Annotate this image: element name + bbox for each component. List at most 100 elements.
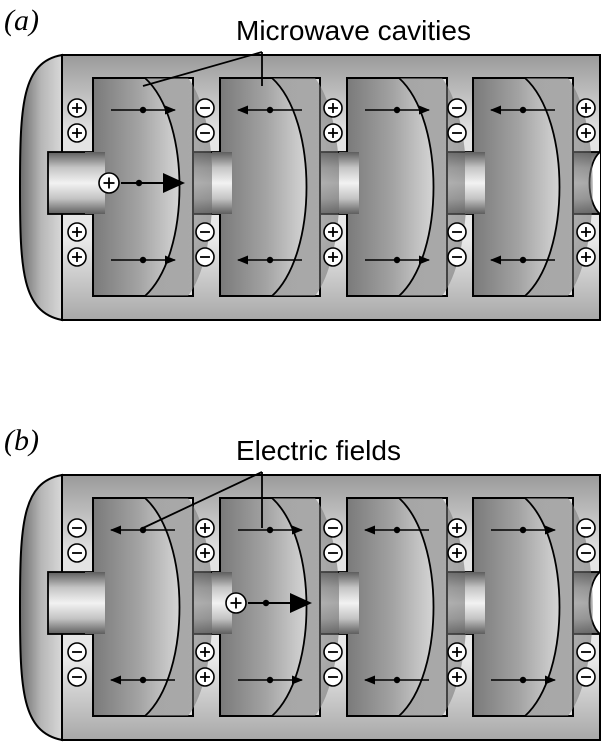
particle-arrow-dot [135, 179, 143, 187]
cavity-2 [212, 77, 340, 297]
particle-arrow-head [163, 173, 185, 193]
callout-leader-1 [142, 471, 263, 529]
field-arrow-dot [266, 676, 274, 684]
wall-charge-bottom [447, 642, 467, 662]
tube-end-cap [18, 53, 63, 322]
wall-charge-top [576, 543, 596, 563]
field-arrow-dot [139, 676, 147, 684]
field-arrow-top [236, 105, 302, 115]
wall-charge-bottom [576, 667, 596, 687]
field-arrow-dot [393, 526, 401, 534]
wall-charge-bottom [67, 222, 87, 242]
cavity-inner-surface [272, 498, 340, 716]
field-arrow-dot [139, 256, 147, 264]
wall-charge-bottom [576, 247, 596, 267]
wall-charge-bottom [195, 247, 215, 267]
cavity-curve [398, 497, 435, 717]
field-arrow-dot [393, 106, 401, 114]
cavity-1 [85, 77, 213, 297]
panel-label: (a) [4, 4, 39, 37]
wall-charge-top [447, 543, 467, 563]
wall-charge-top [447, 123, 467, 143]
field-arrow-top [489, 105, 555, 115]
callout-label: Microwave cavities [236, 15, 471, 46]
field-arrow-bottom [363, 675, 429, 685]
field-arrow-dot [519, 676, 527, 684]
wall-charge-bottom [195, 222, 215, 242]
cavity-curve [524, 77, 561, 297]
callout-label: Electric fields [236, 435, 401, 466]
field-arrow-dot [393, 256, 401, 264]
field-arrow-dot [519, 526, 527, 534]
wall-charge-top [67, 543, 87, 563]
wall-charge-top [576, 518, 596, 538]
cavity-curve [144, 497, 181, 717]
callout-leader-1 [142, 51, 263, 87]
cavity-curve [271, 77, 308, 297]
wall-charge-bottom [67, 247, 87, 267]
wall-charge-top [67, 518, 87, 538]
wall-charge-top [195, 543, 215, 563]
field-arrow-top [365, 105, 431, 115]
cavity-1 [85, 497, 213, 717]
field-arrow-bottom [365, 255, 431, 265]
wall-charge-bottom [67, 642, 87, 662]
cavity-beam-hole [465, 152, 485, 214]
wall-charge-top [195, 98, 215, 118]
cavity-curve [271, 497, 308, 717]
field-arrow-dot [519, 256, 527, 264]
field-arrow-top [238, 525, 304, 535]
cavity-beam-hole [339, 152, 359, 214]
cavity-curve [524, 497, 561, 717]
wall-charge-top [323, 98, 343, 118]
wall-charge-top [67, 123, 87, 143]
wall-charge-bottom [67, 667, 87, 687]
wall-charge-bottom [323, 247, 343, 267]
field-arrow-bottom [491, 675, 557, 685]
wall-charge-bottom [323, 642, 343, 662]
wall-charge-bottom [195, 642, 215, 662]
wall-charge-top [195, 123, 215, 143]
field-arrow-bottom [238, 675, 304, 685]
cavity-4 [465, 497, 593, 717]
cavity-curve [144, 77, 181, 297]
wall-charge-bottom [323, 667, 343, 687]
wall-charge-bottom [195, 667, 215, 687]
field-arrow-dot [519, 106, 527, 114]
field-arrow-top [363, 525, 429, 535]
cavity-beam-hole [85, 572, 105, 634]
field-arrow-dot [266, 256, 274, 264]
wall-charge-bottom [323, 222, 343, 242]
field-arrow-top [109, 525, 175, 535]
wall-charge-top [323, 543, 343, 563]
wall-charge-top [447, 98, 467, 118]
wall-charge-bottom [447, 667, 467, 687]
field-arrow-dot [139, 526, 147, 534]
particle-arrow-dot [262, 599, 270, 607]
wall-charge-top [576, 98, 596, 118]
field-arrow-dot [266, 106, 274, 114]
wall-charge-top [67, 98, 87, 118]
field-arrow-bottom [111, 255, 177, 265]
cavity-4 [465, 77, 593, 297]
field-arrow-bottom [109, 675, 175, 685]
wall-charge-bottom [576, 642, 596, 662]
field-arrow-bottom [489, 255, 555, 265]
particle-charge [225, 592, 247, 614]
cavity-beam-hole [339, 572, 359, 634]
particle [225, 592, 312, 614]
wall-charge-top [195, 518, 215, 538]
tube-end-cap [18, 473, 63, 742]
panel-label: (b) [4, 424, 39, 457]
wall-charge-bottom [447, 222, 467, 242]
cavity-inner-surface [272, 78, 340, 296]
particle [98, 172, 185, 194]
panel-a: (a) Microwave cavities [4, 4, 601, 322]
cavity-beam-hole [85, 152, 105, 214]
field-arrow-bottom [236, 255, 302, 265]
field-arrow-top [111, 105, 177, 115]
field-arrow-top [491, 525, 557, 535]
panel-b: (b) Electric fields [4, 424, 601, 742]
wall-charge-top [447, 518, 467, 538]
cavity-beam-hole [212, 572, 232, 634]
